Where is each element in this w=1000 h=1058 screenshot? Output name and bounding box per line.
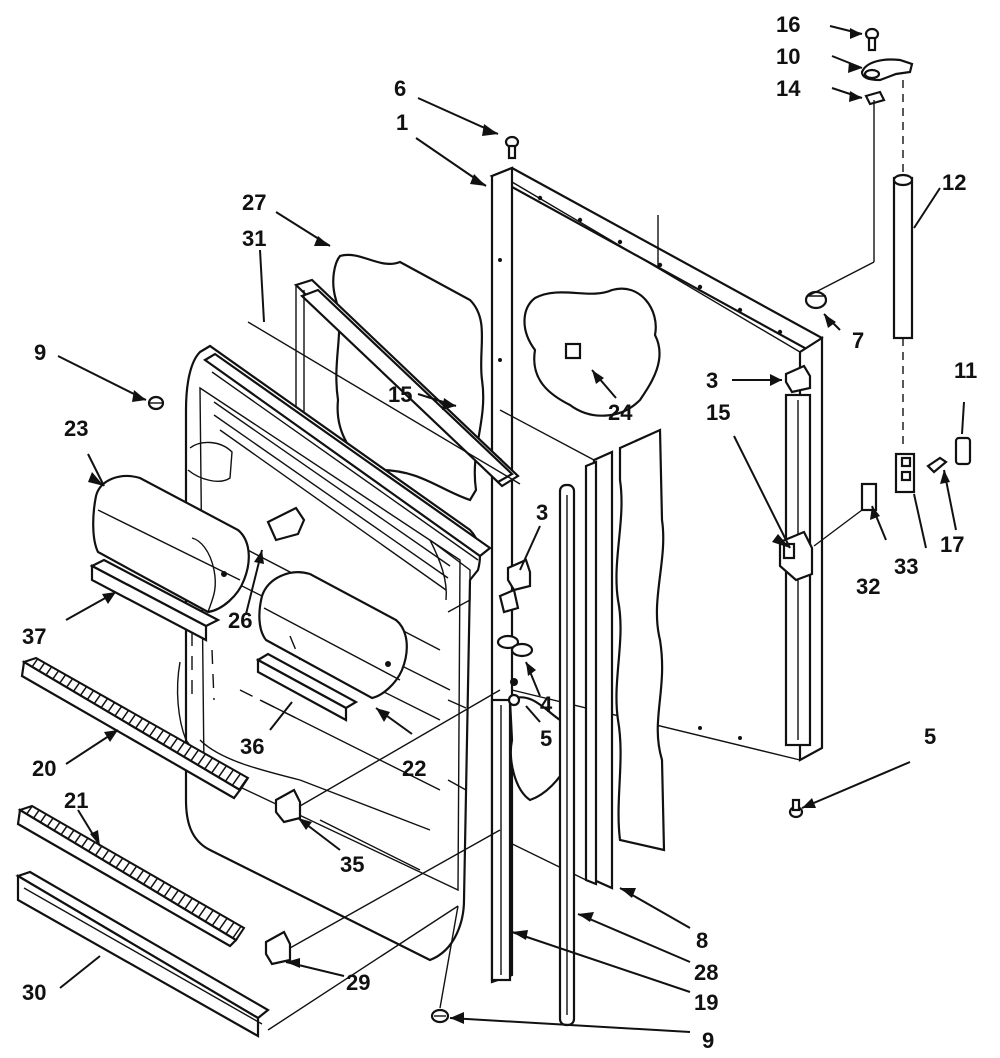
- callout-3-left: 3: [536, 500, 548, 525]
- breaker-strip-left: [490, 698, 512, 982]
- shelf-end-cap-lower: [264, 930, 292, 966]
- callout-19: 19: [694, 990, 718, 1015]
- callout-5-left: 5: [540, 726, 552, 751]
- callout-30: 30: [22, 980, 46, 1005]
- callout-29: 29: [346, 970, 370, 995]
- callout-35: 35: [340, 852, 364, 877]
- door-stop: [804, 290, 828, 310]
- callout-33: 33: [894, 554, 918, 579]
- callout-21: 21: [64, 788, 88, 813]
- top-screw: [504, 135, 520, 160]
- callout-9-upper: 9: [34, 340, 46, 365]
- shelf-clip-upper: [266, 506, 306, 542]
- callout-32: 32: [856, 574, 880, 599]
- callout-8: 8: [696, 928, 708, 953]
- hinge-mounting-screw: [507, 693, 521, 707]
- callout-4: 4: [540, 692, 553, 717]
- foam-insulation-lower: [615, 428, 666, 852]
- callout-14: 14: [776, 76, 801, 101]
- top-hinge-assembly: [807, 27, 914, 297]
- callout-11: 11: [954, 358, 977, 383]
- side-screw-left: [147, 395, 165, 411]
- callout-5-right: 5: [924, 724, 936, 749]
- callout-arrowheads: [88, 28, 950, 1024]
- hinge-bushing: [496, 634, 534, 686]
- callout-6: 6: [394, 76, 406, 101]
- bottom-screw-left: [430, 1008, 450, 1024]
- foam-insulation-middle: [508, 696, 572, 802]
- callout-20: 20: [32, 756, 56, 781]
- shelf-end-cap-upper: [274, 788, 302, 824]
- bottom-trim-strip: [15, 870, 270, 1038]
- callout-17: 17: [940, 532, 964, 557]
- callout-27: 27: [242, 190, 266, 215]
- callout-15-right: 15: [706, 400, 730, 425]
- hinge-cam-upper: [784, 364, 812, 394]
- liner-top-ridge: [202, 352, 492, 561]
- callout-7: 7: [852, 328, 864, 353]
- assembly-guide-lines: [191, 632, 301, 721]
- callout-28: 28: [694, 960, 718, 985]
- callout-labels: 16 10 14 12 6 1 27 31 9 23 15 24 7 3 15 …: [22, 12, 977, 1053]
- lower-hinge-assembly: [813, 436, 972, 547]
- callout-9-lower: 9: [702, 1028, 714, 1053]
- callout-16: 16: [776, 12, 800, 37]
- callout-22: 22: [402, 756, 426, 781]
- butter-retainer-bar: [255, 652, 359, 722]
- callout-26: 26: [228, 608, 252, 633]
- callout-10: 10: [776, 44, 800, 69]
- callout-12: 12: [942, 170, 966, 195]
- callout-37: 37: [22, 624, 46, 649]
- door-shelf-bar-lower: [16, 804, 246, 948]
- callout-31: 31: [242, 226, 266, 251]
- butter-compartment-door: [258, 571, 408, 700]
- dairy-compartment-door: [92, 474, 250, 614]
- breaker-strip-vertical: [558, 483, 576, 1027]
- callout-1: 1: [396, 110, 408, 135]
- door-shelf-bar-upper: [20, 656, 250, 800]
- callout-24: 24: [608, 400, 633, 425]
- callout-23: 23: [64, 416, 88, 441]
- hinge-cam-left: [498, 558, 532, 614]
- door-gasket-upper: [247, 278, 521, 488]
- callout-3-right: 3: [706, 368, 718, 393]
- bottom-screw-right: [788, 798, 804, 819]
- callout-15-left: 15: [388, 382, 412, 407]
- callout-36: 36: [240, 734, 264, 759]
- door-gasket-frame: [499, 409, 614, 890]
- hinge-pin-cover: [892, 80, 914, 450]
- insulation-patch: [523, 287, 661, 417]
- dairy-retainer-bar: [89, 558, 221, 642]
